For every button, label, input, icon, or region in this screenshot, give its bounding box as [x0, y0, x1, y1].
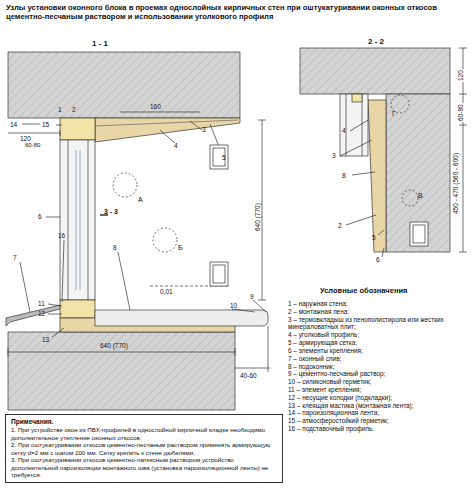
- callout-label: 9: [250, 293, 254, 300]
- callout-label: 15: [42, 121, 49, 128]
- title: Узлы установки оконного блока в проемах …: [6, 3, 468, 21]
- callout-label: 8: [113, 244, 117, 251]
- foam: [60, 300, 95, 318]
- legend-item: 10 – силиконовый герметик;: [288, 378, 470, 386]
- legend-item: 11 – элемент крепления;: [288, 386, 470, 394]
- note-text: 1. При устройстве окон из ПВХ-профилей в…: [11, 426, 277, 441]
- callout-label: 4: [342, 127, 346, 134]
- callout-label: 14: [10, 121, 17, 128]
- wall: [300, 48, 450, 94]
- callout-label: 3: [332, 152, 336, 159]
- window-icon: [210, 262, 228, 286]
- legend-item: 7 – оконный слив;: [288, 355, 470, 363]
- callout-label: Условные обозначения: [320, 287, 407, 295]
- window-profile: [340, 94, 368, 156]
- legend-item: 9 – цементно-песчаный раствор;: [288, 370, 470, 378]
- callout-label: 2: [72, 106, 76, 113]
- window-icon: [210, 145, 228, 169]
- callout-label: 8: [342, 172, 346, 179]
- callout-label: 0,01: [160, 288, 173, 295]
- wall: [8, 332, 235, 410]
- callout-label: 13: [42, 336, 49, 343]
- callout-label: 5: [372, 234, 376, 241]
- window-icon: [410, 222, 428, 246]
- callout-label: 60-80: [457, 103, 464, 122]
- callout-label: 3: [202, 126, 206, 133]
- callout-label: 12: [38, 310, 45, 317]
- callout-label: 640 (770): [100, 342, 128, 349]
- notes-box: Примечания.1. При устройстве окон из ПВХ…: [5, 414, 283, 483]
- callout-label: 40-60: [240, 372, 257, 379]
- legend-item: 14 – пароизоляционная лента;: [288, 409, 470, 417]
- callout-label: 11: [38, 300, 45, 307]
- callout-label: 2: [338, 222, 342, 229]
- callout-label: 120: [457, 69, 464, 82]
- wall: [8, 52, 240, 118]
- drip: [6, 305, 60, 326]
- legend-item: 1 – наружная стена;: [288, 300, 470, 308]
- callout-label: 3 - 3: [104, 208, 118, 216]
- callout-label: 10: [230, 302, 237, 309]
- legend-item: 15 – атмосферостойкий герметик;: [288, 417, 470, 425]
- windowsill: [95, 310, 268, 326]
- legend-item: 4 – уголковый профиль;: [288, 331, 470, 339]
- callout-label: 2 - 2: [368, 38, 384, 47]
- callout-label: В: [418, 192, 423, 200]
- callout-label: Г: [392, 110, 396, 118]
- callout-label: 4: [174, 142, 178, 149]
- legend-item: 12 – несущие колодки (подкладки);: [288, 394, 470, 402]
- callout-label: 6: [376, 256, 380, 263]
- window-frame: [60, 140, 95, 300]
- note-text: 2. При оштукатуривании откосов цементно-…: [11, 441, 277, 456]
- callout-label: 1 - 1: [92, 40, 108, 49]
- callout-label: 1: [58, 106, 62, 113]
- legend-item: 2 – монтажная пена;: [288, 308, 470, 316]
- callout-label: 16: [58, 232, 65, 239]
- notes-heading: Примечания.: [11, 418, 277, 426]
- callout-label: 5: [222, 154, 226, 161]
- wall: [386, 94, 450, 252]
- callout-label: Б: [178, 244, 183, 252]
- legend-item: 13 – клеящая мастика (монтажная лента);: [288, 402, 470, 410]
- legend-item: 16 – подставочный профиль.: [288, 425, 470, 433]
- callout-label: 60-80: [25, 142, 40, 149]
- legend-item: 3 – термовкладыш из пенополистирола или …: [288, 316, 470, 332]
- plaster-slope: [95, 118, 240, 142]
- callout-label: А: [138, 196, 143, 204]
- legend: 1 – наружная стена;2 – монтажная пена;3 …: [288, 300, 470, 433]
- note-text: 3. При оштукатуривании откосов цементно-…: [11, 456, 277, 479]
- callout-label: 160: [150, 103, 161, 110]
- legend-item: 6 – элементы крепления;: [288, 347, 470, 355]
- legend-item: 5 – армирующая сетка;: [288, 339, 470, 347]
- insert: [60, 118, 95, 140]
- callout-label: 640 (770): [254, 202, 261, 232]
- callout-label: 7: [13, 254, 17, 261]
- plaster-slope: [368, 100, 386, 252]
- callout-label: 6: [38, 213, 42, 220]
- callout-label: 120: [20, 135, 31, 142]
- callout-label: 450 - 470 (560 - 600): [452, 152, 459, 215]
- legend-item: 8 – подоконник;: [288, 363, 470, 371]
